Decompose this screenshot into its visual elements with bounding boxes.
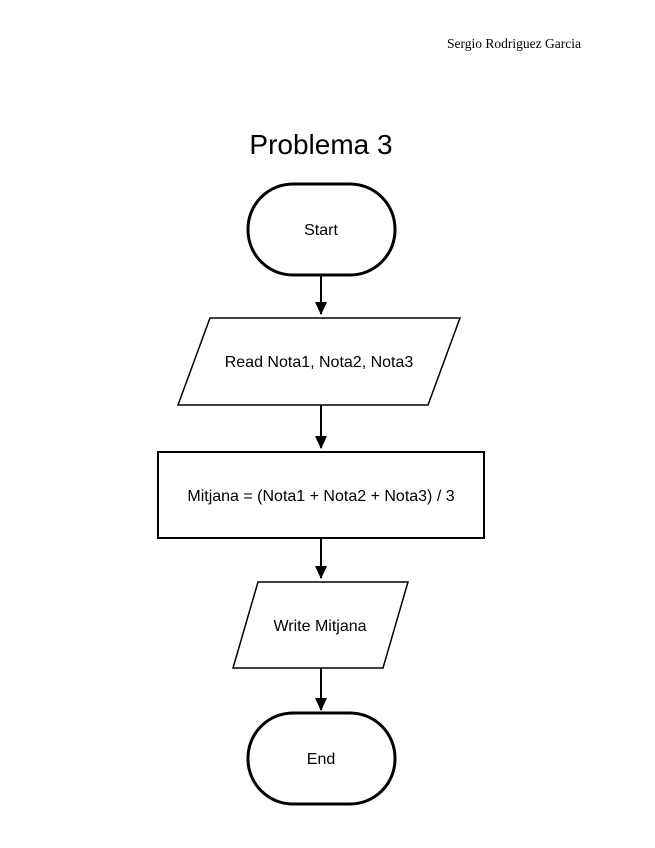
author-name: Sergio Rodriguez Garcia (447, 36, 581, 51)
write-label: Write Mitjana (273, 618, 366, 635)
read-io-shape (176, 317, 462, 406)
start-terminator-shape (246, 182, 397, 277)
page-title: Problema 3 (249, 129, 393, 160)
write-io-shape (232, 581, 409, 669)
end-label: End (307, 751, 335, 768)
process-shape (157, 451, 485, 539)
process-label: Mitjana = (Nota1 + Nota2 + Nota3) / 3 (187, 488, 454, 505)
end-terminator-shape (246, 711, 397, 806)
start-label: Start (304, 222, 338, 239)
read-label: Read Nota1, Nota2, Nota3 (225, 354, 414, 371)
